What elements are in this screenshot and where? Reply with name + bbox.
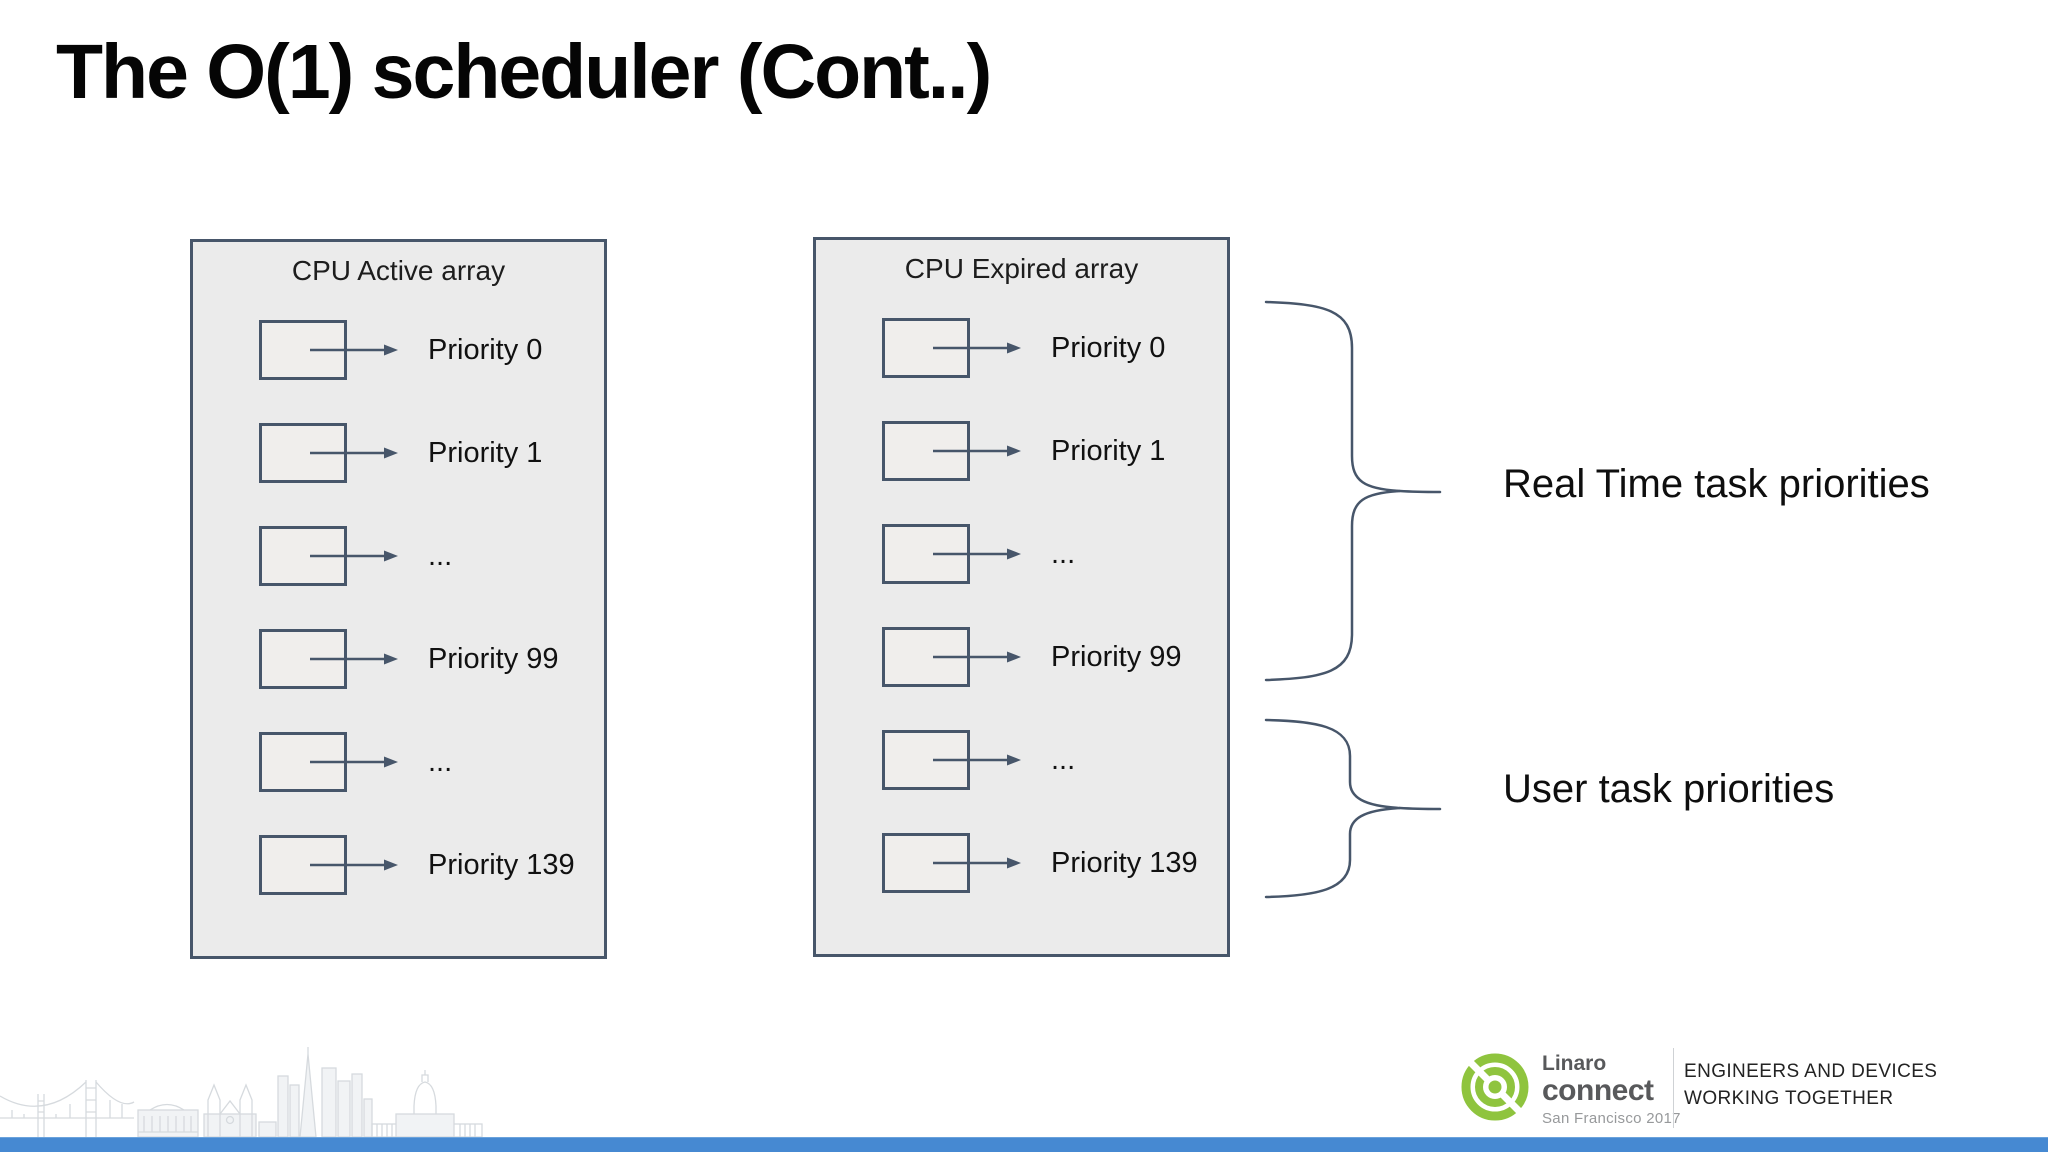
grouping-braces bbox=[1264, 300, 1442, 899]
priority-row: Priority 1 bbox=[259, 423, 604, 483]
priority-label: Priority 0 bbox=[428, 334, 543, 366]
pointer-arrow-icon bbox=[310, 756, 398, 768]
pointer-arrow-icon bbox=[933, 445, 1021, 457]
bottom-accent-bar bbox=[0, 1137, 2048, 1152]
priority-row: Priority 139 bbox=[259, 835, 604, 895]
pointer-arrow-icon bbox=[933, 651, 1021, 663]
linaro-connect-logo-icon bbox=[1461, 1053, 1529, 1121]
priority-label: Priority 99 bbox=[1051, 641, 1182, 673]
pointer-arrow-icon bbox=[933, 754, 1021, 766]
page-title: The O(1) scheduler (Cont..) bbox=[56, 29, 992, 115]
priority-label: ... bbox=[1051, 744, 1076, 776]
brand-subtitle: San Francisco 2017 bbox=[1542, 1110, 1681, 1127]
pointer-arrow-icon bbox=[310, 859, 398, 871]
pointer-arrow-icon bbox=[933, 342, 1021, 354]
pointer-arrow-icon bbox=[933, 548, 1021, 560]
priority-label: ... bbox=[1051, 538, 1076, 570]
brand-linaro: Linaro bbox=[1542, 1052, 1607, 1075]
user-brace-pointer bbox=[1398, 806, 1442, 811]
priority-row: Priority 99 bbox=[259, 629, 604, 689]
priority-label: Priority 139 bbox=[428, 849, 575, 881]
panel-title: CPU Expired array bbox=[904, 253, 1139, 284]
priority-row: Priority 139 bbox=[882, 833, 1227, 893]
pointer-arrow-icon bbox=[310, 344, 398, 356]
sf-skyline-graphic bbox=[0, 1047, 483, 1138]
priority-row: Priority 99 bbox=[882, 627, 1227, 687]
priority-row: ... bbox=[882, 730, 1227, 790]
pointer-arrow-icon bbox=[310, 550, 398, 562]
priority-slot-box bbox=[882, 730, 970, 790]
user-priorities-label: User task priorities bbox=[1503, 767, 1835, 811]
priority-row: Priority 0 bbox=[259, 320, 604, 380]
brand-connect: connect bbox=[1542, 1074, 1654, 1107]
priority-label: ... bbox=[428, 746, 453, 778]
priority-row: Priority 1 bbox=[882, 421, 1227, 481]
cpu-active-array-panel: CPU Active array Priority 0 Priority 1 .… bbox=[190, 239, 607, 959]
tagline-line1: ENGINEERS AND DEVICES bbox=[1684, 1061, 1938, 1082]
realtime-brace-pointer bbox=[1398, 489, 1442, 494]
priority-label: ... bbox=[428, 540, 453, 572]
priority-row: Priority 0 bbox=[882, 318, 1227, 378]
pointer-arrow-icon bbox=[310, 653, 398, 665]
priority-row: ... bbox=[259, 732, 604, 792]
cpu-expired-array-panel: CPU Expired array Priority 0 Priority 1 … bbox=[813, 237, 1230, 957]
tagline-line2: WORKING TOGETHER bbox=[1684, 1088, 1894, 1109]
realtime-brace bbox=[1264, 300, 1401, 682]
panel-title: CPU Active array bbox=[291, 255, 506, 286]
user-brace bbox=[1264, 718, 1401, 899]
priority-row: ... bbox=[882, 524, 1227, 584]
pointer-arrow-icon bbox=[310, 447, 398, 459]
footer-tagline: ENGINEERS AND DEVICES WORKING TOGETHER bbox=[1684, 1058, 1937, 1112]
footer-divider bbox=[1673, 1048, 1674, 1128]
priority-label: Priority 139 bbox=[1051, 847, 1198, 879]
priority-label: Priority 0 bbox=[1051, 332, 1166, 364]
realtime-priorities-label: Real Time task priorities bbox=[1503, 462, 1930, 506]
pointer-arrow-icon bbox=[933, 857, 1021, 869]
priority-row: ... bbox=[259, 526, 604, 586]
priority-label: Priority 1 bbox=[1051, 435, 1166, 467]
brand-text: Linaro connect San Francisco 2017 bbox=[1542, 1053, 1681, 1126]
priority-label: Priority 1 bbox=[428, 437, 543, 469]
priority-label: Priority 99 bbox=[428, 643, 559, 675]
